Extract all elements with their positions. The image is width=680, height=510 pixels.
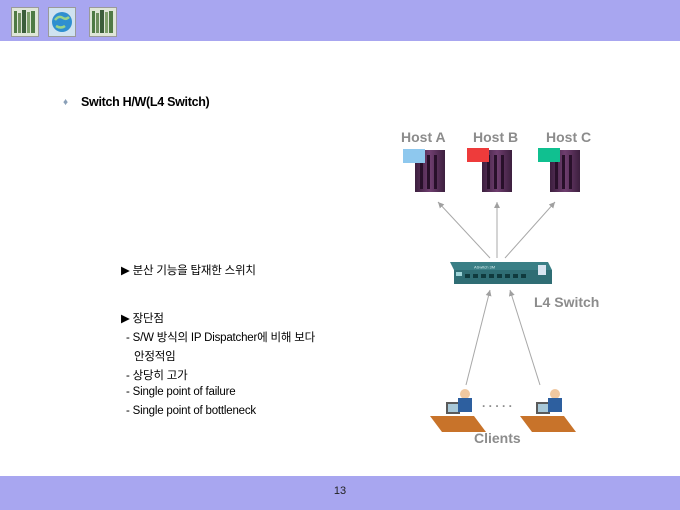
bookshelf-icon	[11, 7, 39, 37]
host-b-label: Host B	[473, 129, 519, 145]
point-item: - Single point of failure	[126, 386, 236, 398]
arrow-to-host-c	[504, 201, 556, 259]
globe-icon	[48, 7, 76, 37]
footer-bar	[0, 476, 680, 510]
host-a-label: Host A	[401, 129, 446, 145]
client-computer-icon	[430, 389, 486, 432]
server-icon	[467, 148, 512, 192]
host-c-label: Host C	[546, 129, 592, 145]
client-computer-icon	[520, 389, 576, 432]
server-icon	[403, 149, 445, 192]
arrow-client1-to-switch	[465, 289, 492, 386]
host-c-flag	[538, 148, 560, 162]
point-item: 안정적임	[134, 351, 176, 363]
point-item: - 상당히 고가	[126, 370, 188, 382]
point-item: - S/W 방식의 IP Dispatcher에 비해 보다	[126, 332, 315, 344]
switch-icon: ASwitch 3M	[450, 262, 552, 284]
point-item: - Single point of bottleneck	[126, 405, 256, 417]
feature-text: ▶ 분산 기능을 탑재한 스위치	[121, 265, 256, 277]
clients-label: Clients	[474, 430, 521, 446]
host-b-flag	[467, 148, 489, 162]
switch-model-text: ASwitch 3M	[474, 265, 495, 270]
pros-cons-title: ▶ 장단점	[121, 313, 164, 325]
server-icon	[538, 148, 580, 192]
switch-label: L4 Switch	[534, 294, 600, 310]
bookshelf-icon	[89, 7, 117, 37]
host-a-flag	[403, 149, 425, 163]
slide-heading: Switch H/W(L4 Switch)	[81, 95, 210, 109]
bullet-diamond-icon: ♦	[63, 97, 69, 108]
arrow-client2-to-switch	[508, 289, 541, 386]
arrow-to-host-a	[437, 201, 491, 259]
clients-dots: . . . . .	[482, 396, 513, 410]
page-number: 13	[333, 485, 347, 497]
